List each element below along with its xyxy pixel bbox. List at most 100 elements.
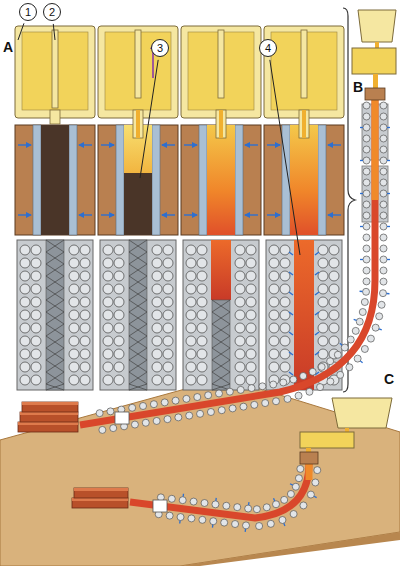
stopper-rod (218, 30, 224, 98)
water-spray (354, 319, 357, 320)
water-spray (315, 292, 319, 295)
guide-roller (31, 349, 41, 359)
guide-roller (280, 271, 290, 281)
guide-roller (152, 297, 162, 307)
dummy-bar-link (212, 360, 230, 372)
dummy-bar-link (129, 276, 147, 288)
dummy-bar-link (46, 360, 64, 372)
guide-roller (280, 375, 290, 385)
guide-roller (163, 310, 173, 320)
steel-stream (302, 110, 306, 138)
dummy-bar-link (46, 276, 64, 288)
support-roller (164, 416, 171, 423)
guide-roller (269, 271, 279, 281)
guide-roller (246, 375, 256, 385)
guide-roller (80, 323, 90, 333)
support-roller (188, 515, 195, 522)
steel-slab (20, 412, 78, 422)
support-roller (232, 521, 239, 528)
dummy-bar-link (129, 288, 147, 300)
dummy-bar-link (46, 264, 64, 276)
dummy-bar-link (46, 240, 64, 252)
steel-stream (219, 110, 223, 138)
leader-line (140, 60, 158, 178)
dummy-bar-link (129, 360, 147, 372)
support-roller (380, 157, 387, 164)
support-roller (309, 368, 316, 375)
water-arrow (18, 214, 31, 215)
water-spray (360, 160, 363, 161)
guide-roller (235, 375, 245, 385)
nozzle (133, 110, 143, 138)
support-roller (363, 190, 370, 197)
guide-roller (269, 336, 279, 346)
guide-roller (69, 336, 79, 346)
water-spray (289, 352, 293, 355)
dummy-bar-link (212, 336, 230, 348)
guide-roller (20, 375, 30, 385)
guide-roller (163, 271, 173, 281)
support-roller (210, 518, 217, 525)
guide-roller (152, 375, 162, 385)
guide-roller (186, 336, 196, 346)
guide-roller (329, 258, 339, 268)
hot-strand (372, 100, 379, 200)
dummy-bar-link (46, 300, 64, 312)
water-spray (215, 498, 217, 501)
dummy-bar-link (129, 264, 147, 276)
support-roller (245, 505, 252, 512)
support-roller (337, 371, 344, 378)
part-letter: A (3, 40, 13, 55)
support-roller (363, 113, 370, 120)
guide-roller (163, 258, 173, 268)
dummy-bar-link (129, 372, 147, 384)
dummy-bar-link (46, 252, 64, 264)
guide-roller (186, 245, 196, 255)
dummy-bar-link (129, 288, 147, 300)
support-roller (327, 358, 334, 365)
dummy-bar-link (212, 372, 230, 384)
guide-roller (235, 245, 245, 255)
steel-stream (136, 110, 140, 138)
casting-stage (15, 26, 95, 390)
guide-roller (197, 310, 207, 320)
guide-roller (31, 362, 41, 372)
guide-roller (31, 258, 41, 268)
support-roller (380, 234, 387, 241)
guide-roller (103, 245, 113, 255)
guide-roller (20, 323, 30, 333)
guide-roller (163, 336, 173, 346)
guide-roller (69, 271, 79, 281)
support-roller (150, 401, 157, 408)
dummy-bar-link (129, 372, 147, 384)
support-roller (207, 409, 214, 416)
mold-block (181, 125, 261, 235)
dummy-bar-link (212, 360, 230, 372)
hot-strand (306, 464, 313, 480)
support-roller (253, 506, 260, 513)
guide-roller (163, 284, 173, 294)
dummy-bar-link (129, 384, 147, 390)
support-roller (363, 102, 370, 109)
dummy-bar-link (46, 336, 64, 348)
water-spray (182, 494, 184, 497)
water-spray (387, 259, 390, 260)
support-roller (270, 381, 277, 388)
guide-roller (235, 362, 245, 372)
guide-roller (80, 245, 90, 255)
guide-roller (152, 284, 162, 294)
guide-roller (197, 284, 207, 294)
dummy-bar-link (212, 300, 230, 312)
support-roller (142, 419, 149, 426)
support-roller (240, 403, 247, 410)
tundish (300, 432, 354, 448)
stopper-rod (52, 30, 58, 108)
dummy-bar-link (129, 324, 147, 336)
torch-cutter (115, 412, 129, 424)
support-roller (327, 378, 334, 385)
support-roller (140, 402, 147, 409)
support-roller (361, 299, 368, 306)
water-spray (387, 193, 390, 194)
guide-roller (197, 258, 207, 268)
water-spray (387, 127, 390, 128)
